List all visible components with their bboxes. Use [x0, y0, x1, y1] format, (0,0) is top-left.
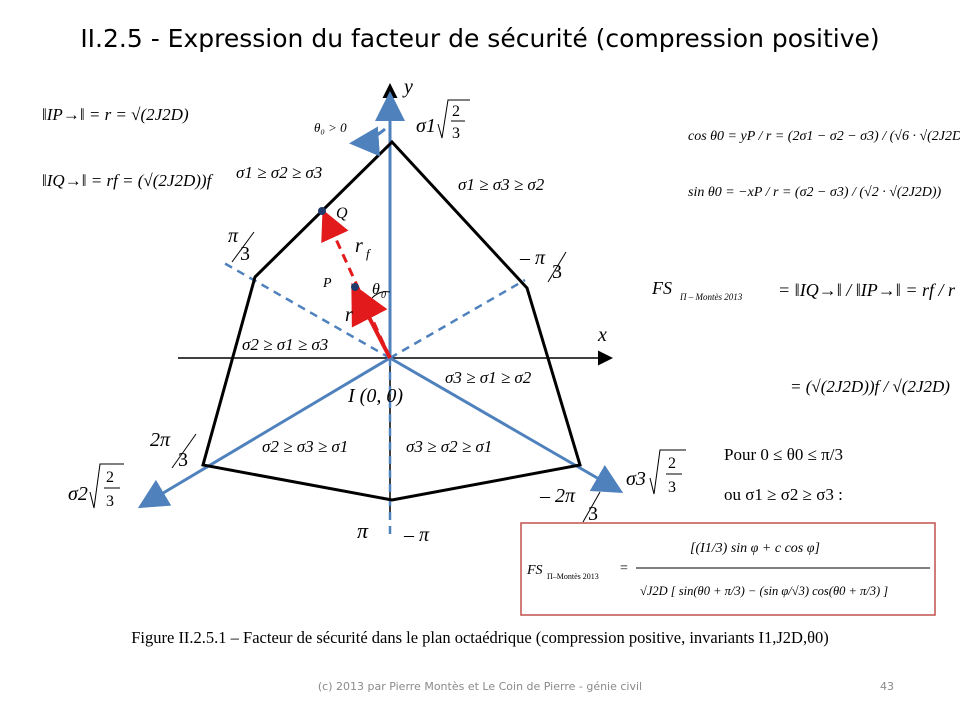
svg-text:σ2: σ2: [68, 483, 88, 505]
Q-label: Q: [336, 205, 348, 222]
footer-copyright: (c) 2013 par Pierre Montès et Le Coin de…: [317, 680, 643, 693]
sector-ineq-1: σ1 ≥ σ2 ≥ σ3: [236, 163, 322, 182]
angle-minus-pi3: – π 3: [519, 247, 567, 283]
svg-text:3: 3: [552, 261, 562, 283]
angle-2pi3: 2π 3: [150, 429, 197, 471]
svg-text:σ1: σ1: [416, 115, 436, 137]
sector-ineq-2: σ1 ≥ σ3 ≥ σ2: [458, 175, 545, 194]
r-label: r: [345, 304, 353, 326]
sector-ineq-3: σ2 ≥ σ1 ≥ σ3: [242, 335, 328, 354]
angle-minus-2pi3: – 2π 3: [539, 485, 601, 525]
sector-ineq-6: σ3 ≥ σ2 ≥ σ1: [406, 437, 492, 456]
x-axis-label: x: [597, 324, 607, 346]
boxed-fs-label: FS: [526, 563, 543, 578]
slide-title: II.2.5 - Expression du facteur de sécuri…: [80, 24, 880, 53]
sigma2-axis: [137, 356, 391, 509]
formula-ou: ou σ1 ≥ σ2 ≥ σ3 :: [724, 485, 843, 504]
sigma3-value: σ3 2 3: [626, 449, 686, 496]
formula-sin: sin θ0 = −xP / r = (σ2 − σ3) / (√2 · √(2…: [688, 185, 942, 200]
svg-text:3: 3: [668, 479, 676, 496]
formula-cos: cos θ0 = yP / r = (2σ1 − σ2 − σ3) / (√6 …: [688, 129, 960, 144]
svg-text:2π: 2π: [150, 429, 171, 451]
rf-label: r: [355, 235, 363, 257]
theta0-label: θ: [372, 281, 380, 298]
origin-label: I (0, 0): [347, 385, 403, 407]
point-P: [351, 283, 359, 291]
svg-text:– 2π: – 2π: [539, 485, 576, 507]
dashed-minus-pi3-line: [389, 278, 526, 360]
svg-text:3: 3: [452, 125, 460, 142]
formula-IQ: ‖IQ→‖ = rf = (√(2J2D))f: [42, 171, 214, 190]
boxed-formula-frame: [520, 522, 936, 616]
page-number: 43: [880, 680, 894, 693]
sigma1-value: σ1 2 3: [416, 99, 470, 142]
criterion-hexagon: [201, 139, 582, 502]
svg-text:3: 3: [106, 493, 114, 510]
sector-ineq-4: σ3 ≥ σ1 ≥ σ2: [445, 368, 532, 387]
svg-text:π: π: [228, 225, 239, 247]
point-Q: [318, 207, 326, 215]
svg-text:– π: – π: [519, 247, 546, 269]
svg-text:2: 2: [452, 103, 460, 120]
boxed-fs-sub: Π–Montès 2013: [547, 572, 599, 581]
formula-fs-label: FS: [651, 278, 672, 298]
figure-caption: Figure II.2.5.1 – Facteur de sécurité da…: [131, 628, 829, 647]
theta0-arc: [371, 291, 391, 299]
theta-positive-label: θ₀ > 0: [314, 120, 347, 135]
rotation-arrow: [349, 126, 386, 157]
rf-sub: f: [366, 246, 372, 261]
sector-ineq-5: σ2 ≥ σ3 ≥ σ1: [262, 437, 348, 456]
svg-text:2: 2: [106, 469, 114, 486]
sigma3-axis: [389, 356, 624, 494]
angle-minus-pi: – π: [403, 524, 430, 546]
svg-text:σ3: σ3: [626, 468, 646, 490]
formula-fs-eq2: = (√(2J2D))f / √(2J2D): [790, 377, 950, 396]
svg-text:2: 2: [668, 455, 676, 472]
formula-pour: Pour 0 ≤ θ0 ≤ π/3: [724, 445, 843, 464]
svg-text:3: 3: [588, 503, 598, 525]
formula-fs-sub: Π – Montès 2013: [679, 292, 743, 302]
formula-fs-ratio: = ‖IQ→‖ / ‖IP→‖ = rf / r: [778, 280, 956, 300]
boxed-equals: =: [620, 561, 628, 576]
formula-IP: ‖IP→‖ = r = √(2J2D): [42, 105, 189, 124]
y-axis-label: y: [402, 76, 413, 98]
svg-text:3: 3: [240, 243, 250, 265]
angle-pi: π: [357, 518, 369, 543]
boxed-numerator: [(I1/3) sin φ + c cos φ]: [690, 541, 820, 556]
dashed-pi3-line: [223, 261, 391, 360]
svg-text:3: 3: [178, 449, 188, 471]
theta0-sub: 0: [381, 290, 386, 301]
IP-vector: [351, 282, 392, 359]
boxed-denominator: √J2D [ sin(θ0 + π/3) − (sin φ/√3) cos(θ0…: [640, 584, 888, 598]
P-label: P: [322, 276, 332, 291]
angle-pi3: π 3: [228, 225, 255, 265]
sigma2-value: σ2 2 3: [68, 463, 124, 510]
